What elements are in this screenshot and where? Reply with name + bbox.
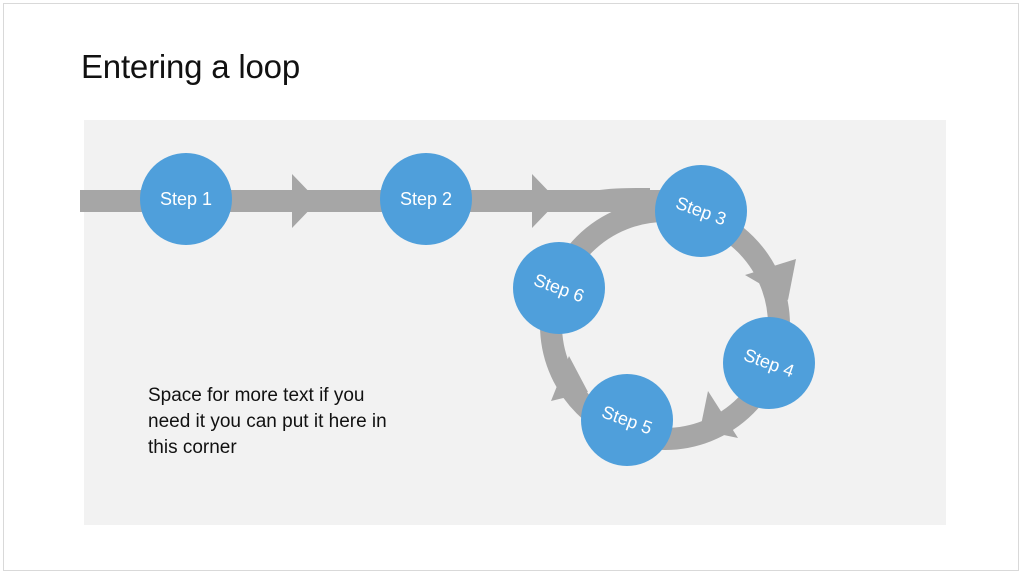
arrow-head-3: [745, 259, 796, 300]
side-note: Space for more text if you need it you c…: [148, 385, 387, 458]
steps-layer: Step 1 Step 2 Step 3 Step 4 Step 5 Step 6: [140, 153, 815, 466]
step-6: Step 6: [513, 242, 605, 334]
step-1-label: Step 1: [160, 189, 212, 209]
step-1: Step 1: [140, 153, 232, 245]
arrow-head-1: [292, 174, 318, 228]
slide: Entering a loop Space for more text if y…: [3, 3, 1019, 571]
step-3: Step 3: [655, 165, 747, 257]
step-2-label: Step 2: [400, 189, 452, 209]
slide-title: Entering a loop: [81, 48, 300, 85]
step-2-circle: [380, 153, 472, 245]
arrow-head-2: [532, 174, 558, 228]
step-6-circle: [513, 242, 605, 334]
step-2: Step 2: [380, 153, 472, 245]
loop-entry-curve: [598, 188, 651, 212]
arrow-head-4: [700, 391, 738, 438]
step-4-circle: [723, 317, 815, 409]
step-1-circle: [140, 153, 232, 245]
arrow-head-5: [551, 356, 588, 401]
step-3-circle: [655, 165, 747, 257]
step-5: Step 5: [581, 374, 673, 466]
step-5-circle: [581, 374, 673, 466]
step-4: Step 4: [723, 317, 815, 409]
